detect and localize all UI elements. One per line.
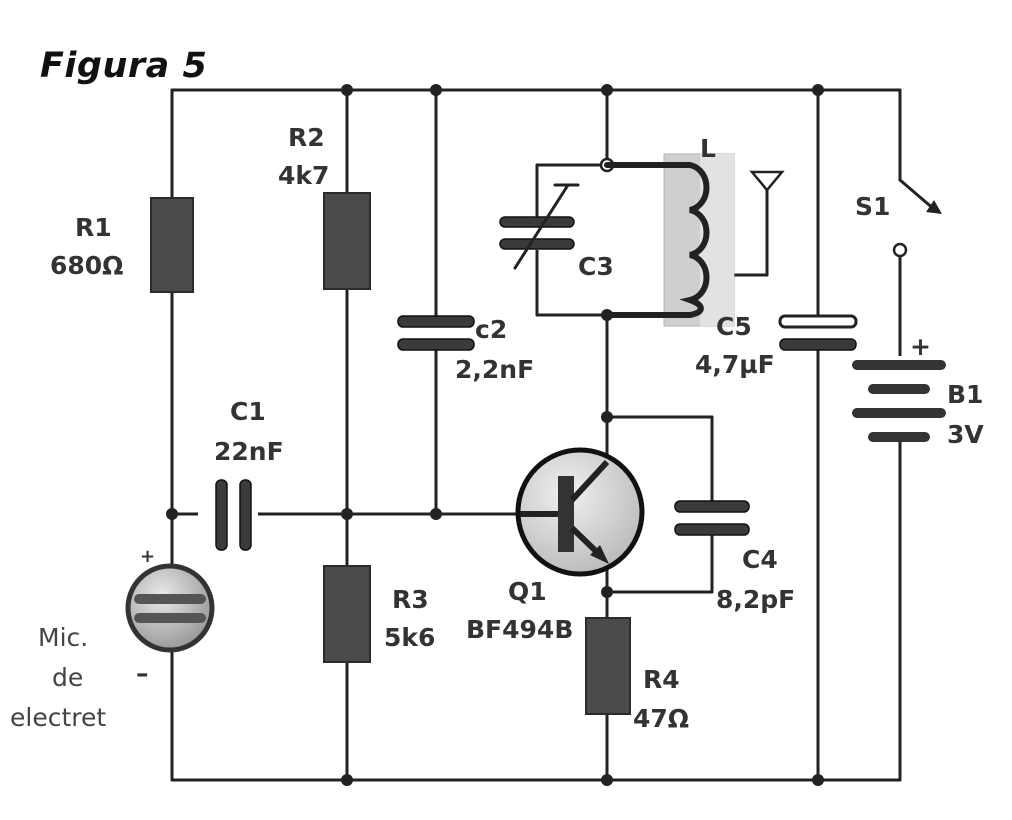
label-c3-name: C3 bbox=[578, 252, 614, 281]
label-c2-name: c2 bbox=[475, 315, 507, 344]
label-c2-value: 2,2nF bbox=[455, 355, 534, 384]
label-q1-name: Q1 bbox=[508, 577, 547, 606]
label-mic-plus: + bbox=[140, 546, 155, 567]
label-c1-name: C1 bbox=[230, 397, 266, 426]
label-q1-value: BF494B bbox=[466, 615, 573, 644]
resistor-r1 bbox=[150, 197, 194, 293]
label-r4-value: 47Ω bbox=[633, 704, 689, 733]
microphone-electret bbox=[125, 563, 215, 653]
switch-s1 bbox=[926, 200, 942, 214]
label-r2-name: R2 bbox=[288, 123, 325, 152]
label-s1-name: S1 bbox=[855, 192, 890, 221]
resistor-r4 bbox=[585, 617, 631, 715]
label-c1-value: 22nF bbox=[214, 437, 284, 466]
battery-b1 bbox=[852, 356, 946, 442]
inductor-l bbox=[604, 153, 735, 327]
page-title: Figura 5 bbox=[40, 46, 208, 86]
resistor-r2 bbox=[323, 192, 371, 290]
label-r2-value: 4k7 bbox=[278, 161, 329, 190]
label-l-name: L bbox=[700, 134, 716, 163]
capacitor-c3-variable bbox=[499, 183, 580, 270]
label-c4-value: 8,2pF bbox=[716, 585, 795, 614]
label-b1-value: 3V bbox=[947, 420, 984, 449]
label-r3-value: 5k6 bbox=[384, 623, 435, 652]
label-c4-name: C4 bbox=[742, 545, 778, 574]
antenna-icon bbox=[749, 170, 785, 192]
capacitor-c4 bbox=[674, 500, 750, 536]
transistor-q1 bbox=[515, 447, 645, 577]
capacitor-c1 bbox=[198, 479, 258, 551]
capacitor-c5 bbox=[778, 314, 858, 351]
label-mic-line1: Mic. bbox=[38, 623, 88, 652]
label-c5-name: C5 bbox=[716, 312, 752, 341]
resistor-r3 bbox=[323, 565, 371, 663]
label-r1-value: 680Ω bbox=[50, 251, 123, 280]
label-mic-minus: – bbox=[136, 659, 149, 688]
capacitor-c2 bbox=[397, 315, 475, 351]
label-b1-name: B1 bbox=[947, 380, 983, 409]
wires bbox=[170, 88, 937, 782]
label-r3-name: R3 bbox=[392, 585, 429, 614]
label-c5-value: 4,7µF bbox=[695, 350, 775, 379]
label-r1-name: R1 bbox=[75, 213, 112, 242]
label-r4-name: R4 bbox=[643, 665, 680, 694]
label-mic-line2: de bbox=[52, 663, 83, 692]
label-b1-plus: + bbox=[910, 332, 931, 361]
label-mic-line3: electret bbox=[10, 703, 106, 732]
